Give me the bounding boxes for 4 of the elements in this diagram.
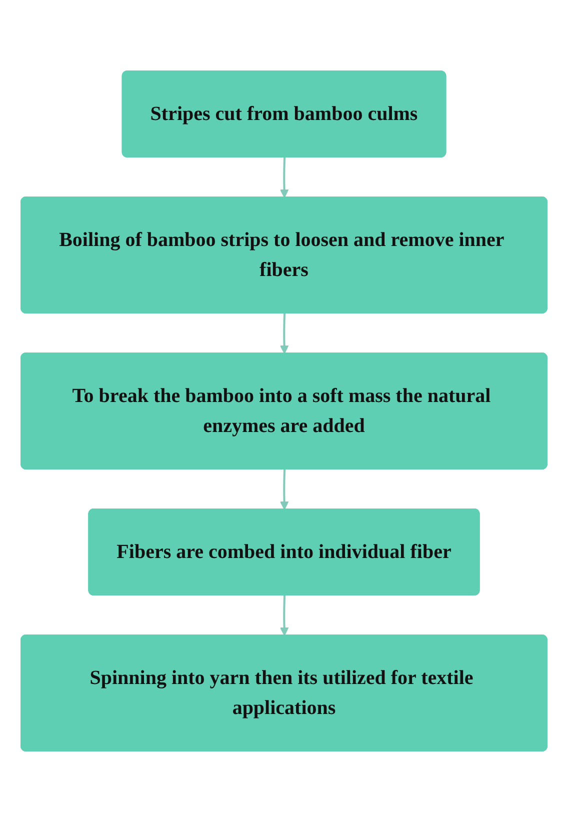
arrow [279, 468, 288, 510]
arrow [279, 594, 288, 636]
arrow [279, 312, 288, 354]
arrow [279, 156, 288, 198]
